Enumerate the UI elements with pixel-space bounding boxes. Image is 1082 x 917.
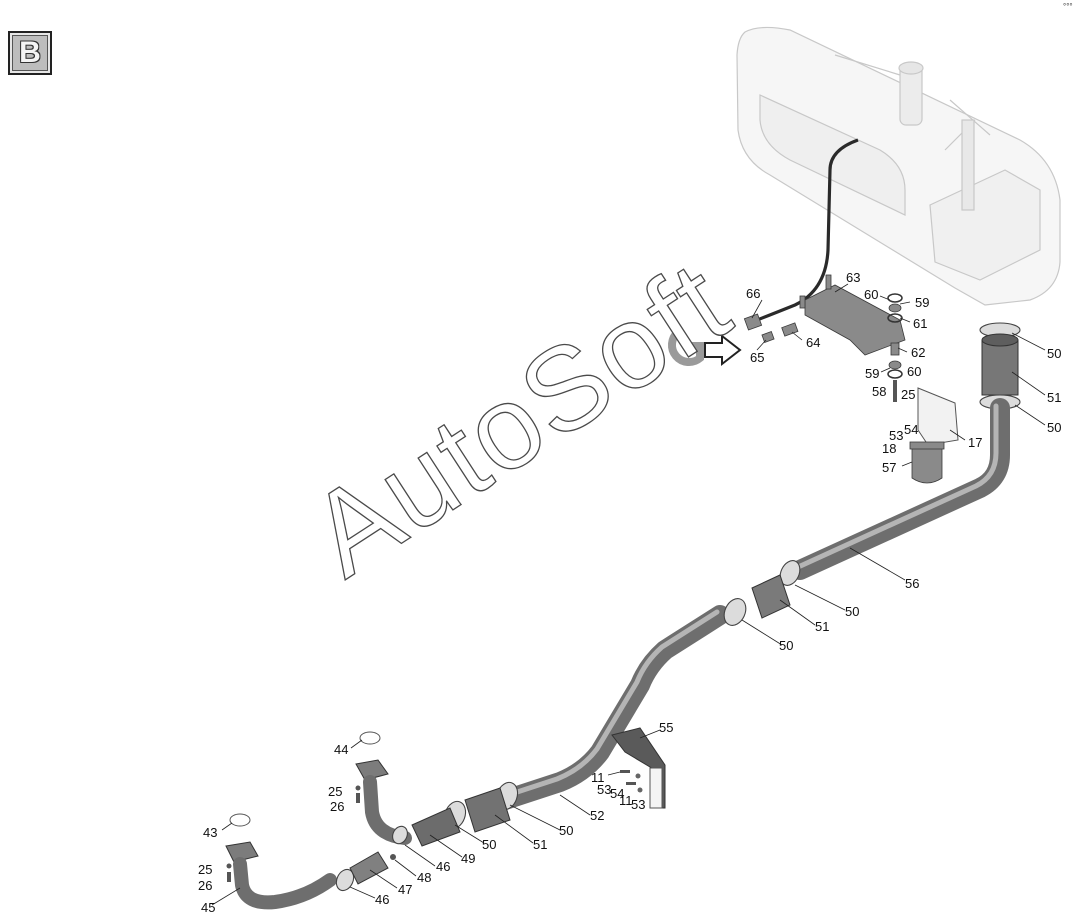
callout-49: 49 bbox=[461, 851, 475, 866]
callout-46: 46 bbox=[436, 859, 450, 874]
callout-labels: 66 63 60 59 61 64 65 62 59 60 58 25 50 5… bbox=[198, 270, 1061, 915]
callout-11: 11 bbox=[591, 770, 605, 785]
watermark: AutoSoft bbox=[287, 236, 752, 602]
flange-pipe-49 bbox=[355, 731, 412, 845]
fitting-64 bbox=[781, 322, 799, 337]
callout-51: 51 bbox=[533, 837, 547, 852]
section-letter-badge: B bbox=[8, 31, 52, 75]
flange-pipe-45 bbox=[225, 813, 337, 910]
callout-54: 54 bbox=[610, 786, 624, 801]
callout-26: 26 bbox=[198, 878, 212, 893]
clamp-57 bbox=[909, 441, 945, 484]
callout-53: 53 bbox=[597, 782, 611, 797]
callout-54: 54 bbox=[904, 422, 918, 437]
callout-65: 65 bbox=[750, 350, 764, 365]
callout-47: 47 bbox=[398, 882, 412, 897]
callout-55: 55 bbox=[659, 720, 673, 735]
callout-62: 62 bbox=[911, 345, 925, 360]
bracket-plate-63 bbox=[799, 274, 906, 356]
section-letter: B bbox=[12, 35, 48, 71]
callout-60: 60 bbox=[864, 287, 878, 302]
callout-58: 58 bbox=[872, 384, 886, 399]
callout-50: 50 bbox=[559, 823, 573, 838]
callout-43: 43 bbox=[203, 825, 217, 840]
callout-59: 59 bbox=[865, 366, 879, 381]
callout-25: 25 bbox=[901, 387, 915, 402]
callout-44: 44 bbox=[334, 742, 348, 757]
view-direction-arrow bbox=[668, 328, 742, 367]
bracket-55 bbox=[611, 727, 666, 809]
corner-mark: °°° bbox=[1063, 2, 1073, 11]
callout-50: 50 bbox=[482, 837, 496, 852]
callout-66: 66 bbox=[746, 286, 760, 301]
callout-46: 46 bbox=[375, 892, 389, 907]
fuel-tank bbox=[736, 26, 1061, 306]
callout-50: 50 bbox=[779, 638, 793, 653]
callout-64: 64 bbox=[806, 335, 820, 350]
callout-50: 50 bbox=[1047, 420, 1061, 435]
bolts-11-53-54 bbox=[620, 770, 643, 793]
leader-lines bbox=[211, 283, 1046, 906]
mid-coupling bbox=[723, 560, 801, 626]
callout-57: 57 bbox=[882, 460, 896, 475]
fuel-hose bbox=[743, 138, 859, 331]
lower-coupling bbox=[411, 781, 519, 847]
vertical-pipe-upper bbox=[979, 322, 1021, 410]
callout-18: 18 bbox=[882, 441, 896, 456]
callout-45: 45 bbox=[201, 900, 215, 915]
callout-17: 17 bbox=[968, 435, 982, 450]
callout-52: 52 bbox=[590, 808, 604, 823]
callout-53: 53 bbox=[631, 797, 645, 812]
callout-56: 56 bbox=[905, 576, 919, 591]
callout-50: 50 bbox=[1047, 346, 1061, 361]
callout-53: 53 bbox=[889, 428, 903, 443]
callout-25: 25 bbox=[198, 862, 212, 877]
fastener-stack-59-62 bbox=[887, 293, 903, 402]
callout-11: 11 bbox=[619, 793, 633, 808]
callout-60: 60 bbox=[907, 364, 921, 379]
callout-61: 61 bbox=[913, 316, 927, 331]
callout-26: 26 bbox=[330, 799, 344, 814]
bracket-17 bbox=[917, 387, 959, 446]
callout-59: 59 bbox=[915, 295, 929, 310]
callout-51: 51 bbox=[815, 619, 829, 634]
short-pipe-47 bbox=[335, 825, 408, 892]
callout-25: 25 bbox=[328, 784, 342, 799]
callout-48: 48 bbox=[417, 870, 431, 885]
fitting-65 bbox=[761, 331, 775, 343]
callout-63: 63 bbox=[846, 270, 860, 285]
callout-51: 51 bbox=[1047, 390, 1061, 405]
main-pipe bbox=[495, 398, 1010, 810]
callout-50: 50 bbox=[845, 604, 859, 619]
